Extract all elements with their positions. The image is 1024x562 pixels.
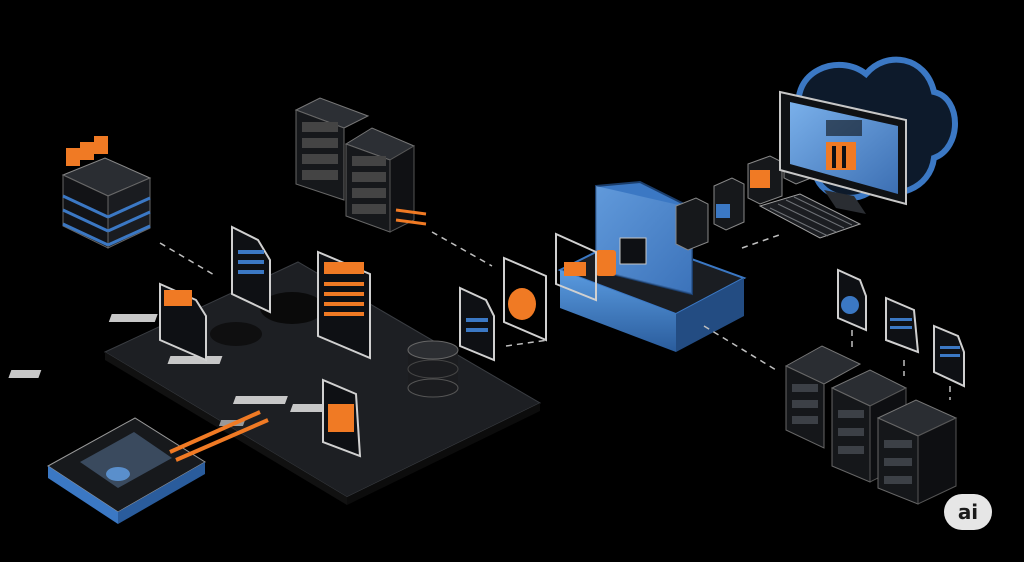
server-cluster-icon	[784, 296, 958, 505]
keypad-device-icon	[47, 410, 269, 524]
connection-lines	[159, 231, 951, 400]
keyboard-icon	[758, 193, 862, 239]
monitor-icon	[779, 90, 907, 214]
server-rack-icon	[294, 97, 427, 233]
database-icon	[407, 340, 459, 398]
central-hub-icon	[503, 180, 747, 352]
ai-badge: ai	[944, 494, 992, 530]
layer-stack-icon	[61, 136, 152, 249]
